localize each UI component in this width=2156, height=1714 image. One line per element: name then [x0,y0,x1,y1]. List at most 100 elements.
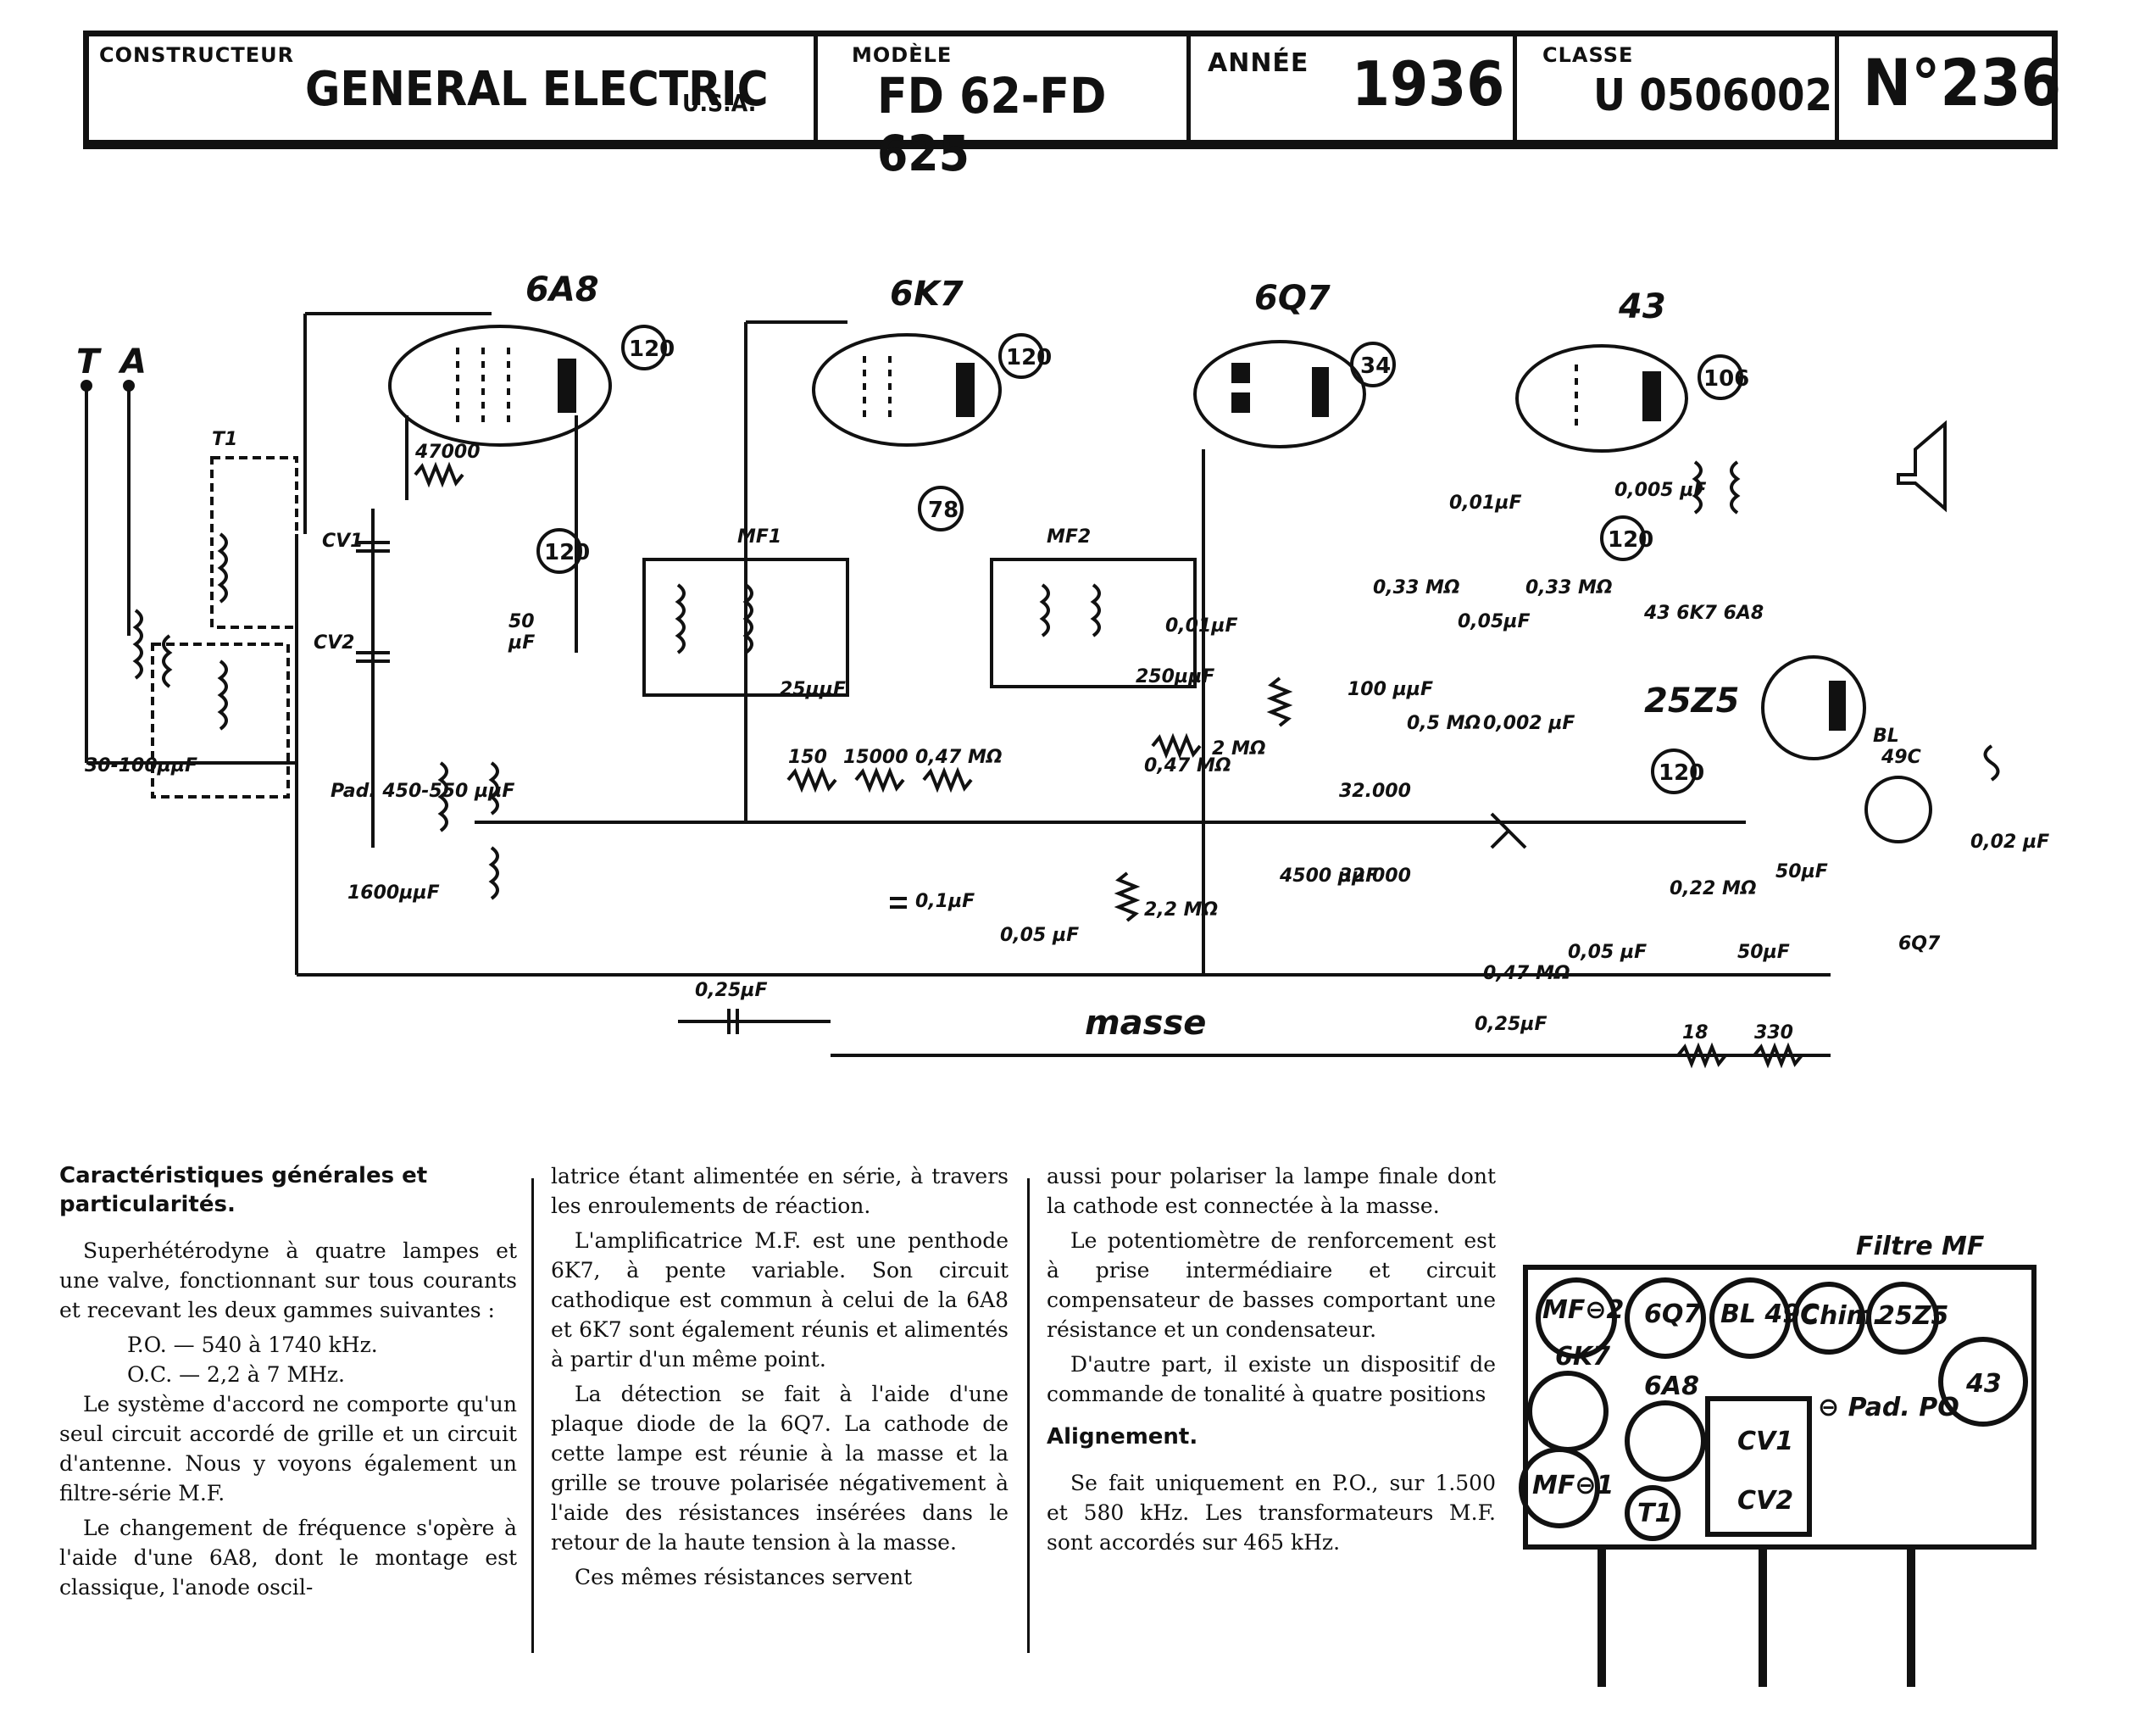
circle-marker [621,325,667,370]
c001a-label: 0,01µF [1165,615,1238,637]
circle-marker [536,528,582,574]
r22-label: 2,2 MΩ [1144,899,1218,921]
cv2-label: CV2 [1737,1486,1793,1516]
section-title-alignement: Alignement. [1047,1424,1198,1450]
socket-6k7 [1527,1371,1609,1452]
socket-chim [1792,1282,1865,1355]
c50b-label: 50µF [1775,861,1828,882]
resistor [1676,1042,1727,1069]
terminal-t [81,380,92,392]
circle-marker [1698,354,1743,400]
anode [1642,371,1661,421]
c50-unit: µF [508,632,535,654]
r32000b-label: 32.000 [1339,865,1411,887]
c0002-label: 0,002 µF [1483,713,1575,734]
r2m-label: 2 MΩ [1212,738,1266,760]
mf1-label: MF⊖1 [1532,1471,1614,1500]
c005b-label: 0,05µF [1458,611,1531,632]
resistor [1114,871,1141,922]
coil [162,634,173,688]
speaker-icon [1897,420,1947,513]
chassis-outline [1523,1265,2037,1550]
socket-25z5 [1866,1282,1939,1355]
classe-label: CLASSE [1542,43,1634,67]
socket-6a8 [1625,1400,1706,1482]
anode [956,363,975,417]
paragraph: L'amplificatrice M.F. est une penthode 6… [551,1228,1009,1372]
annee-label: ANNÉE [1208,48,1309,78]
paragraph: Ces mêmes résistances servent [575,1565,913,1589]
tube-6a8 [388,325,612,447]
k7-label: 6K7 [1555,1342,1610,1372]
tube-25z5 [1761,655,1866,760]
c025a-label: 0,25µF [695,980,768,1001]
ac-symbol [1983,744,2000,782]
output-transformer [1730,460,1741,515]
socket-mf1 [1519,1447,1600,1528]
paragraph: Se fait uniquement en P.O., sur 1.500 et… [1047,1471,1496,1555]
tube-6k7 [812,333,1002,447]
header-band: CONSTRUCTEUR GENERAL ELECTRIC U.S.A. MOD… [83,31,2061,182]
constructeur-label: CONSTRUCTEUR [99,43,295,67]
terminal-a [123,380,135,392]
section-title-caracteristiques: Caractéristiques générales et particular… [59,1163,428,1217]
r150-label: 150 [788,747,827,768]
column-divider [1027,1178,1030,1653]
r4500-label: 4500 µµF [1279,865,1378,887]
numero-cell: N°236 [1839,36,2061,140]
mf1-can [642,558,849,697]
z5-label: 25Z5 [1877,1301,1948,1331]
paragraph: D'autre part, il existe un dispositif de… [1047,1352,1496,1406]
circle-marker [998,333,1044,379]
paragraph: Le potentiomètre de renforcement est à p… [1047,1228,1496,1342]
paragraph: La détection se fait à l'aide d'une plaq… [551,1382,1009,1555]
resistor [1151,732,1202,760]
potentiometer [1266,676,1293,727]
circle-marker [1350,342,1396,387]
socket-6q7 [1625,1277,1706,1359]
q7-label: 6Q7 [1644,1299,1701,1329]
diode-plate [1231,392,1250,413]
tube-6k7-label: 6K7 [890,275,964,314]
socket-mf2 [1536,1277,1617,1359]
tube-43-label: 43 [1618,287,1666,326]
text-column-2: latrice étant alimentée en série, à trav… [551,1161,1009,1597]
anode [1312,367,1329,417]
c025b-label: 0,25µF [1475,1014,1548,1035]
c100-label: 100 µµF [1348,679,1433,700]
tube-25z5-label: 25Z5 [1644,682,1740,721]
mf2-label: MF2 [1047,526,1091,548]
annee-value: 1936 [1352,48,1505,120]
marker-78: 78 [928,498,959,523]
r47000-label: 47000 [414,442,481,463]
paragraph: Le changement de fréquence s'opère à l'a… [59,1516,517,1600]
text-column-1: Caractéristiques générales et particular… [59,1161,517,1607]
circle-marker [918,486,964,531]
annee-cell: ANNÉE 1936 [1191,36,1517,140]
resistor [922,766,973,793]
paragraph: Superhétérodyne à quatre lampes et une v… [59,1238,517,1322]
r033b-label: 0,33 MΩ [1525,577,1613,598]
coil [132,609,143,680]
wire [405,415,578,653]
pad-c-label: 1600µµF [347,882,440,904]
filtre-mf-label: Filtre MF [1856,1232,1985,1261]
c0005-label: 0,005 µF [1614,480,1706,501]
c001b-label: 0,01µF [1449,492,1522,514]
masse-label: masse [1085,1004,1206,1043]
a8-label: 6A8 [1644,1372,1699,1401]
c002-label: 0,02 µF [1970,832,2049,853]
circuit-schematic: T A T1 30-100µµF 6A8 [51,254,2068,1102]
mf2-can [990,558,1197,688]
tube-6a8-label: 6A8 [525,270,599,309]
r047-label: 0,47 MΩ [915,747,1003,768]
r022-label: 0,22 MΩ [1670,878,1757,899]
resistor [1753,1042,1803,1069]
mf1-label: MF1 [737,526,781,548]
pad-label: ⊖ Pad. PO [1818,1393,1959,1422]
paragraph: aussi pour polariser la lampe finale don… [1047,1164,1496,1218]
numero-value: N°236 [1863,45,2062,120]
resistor [854,766,905,793]
marker-120: 120 [629,337,675,362]
text-column-3: aussi pour polariser la lampe finale don… [1047,1161,1496,1562]
